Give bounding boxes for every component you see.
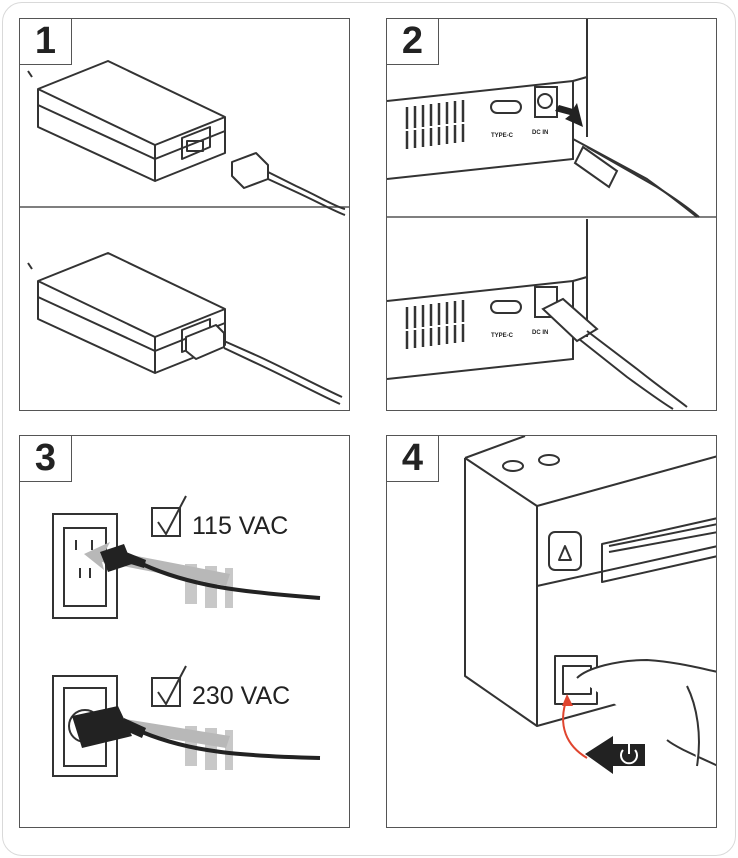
rotation-arrow bbox=[562, 697, 588, 759]
plug-us bbox=[100, 544, 146, 572]
step-1-illustration bbox=[20, 60, 349, 405]
step-4-panel: 4 bbox=[386, 435, 717, 828]
voltage-label-115: 115 VAC bbox=[192, 512, 288, 540]
checkbox-115 bbox=[151, 495, 187, 537]
step-2-panel: 2 TYPE-C DC IN bbox=[386, 18, 717, 411]
step-4-number: 4 bbox=[387, 436, 439, 482]
power-adapter-plugged bbox=[27, 252, 343, 405]
step-2-number: 2 bbox=[387, 19, 439, 65]
step-3-illustration: 115 VAC 230 VAC bbox=[52, 495, 321, 777]
push-arrow-230 bbox=[84, 708, 230, 748]
printer-back-ports-lower bbox=[387, 219, 688, 410]
insert-arrow bbox=[555, 103, 583, 127]
finger-hand bbox=[576, 658, 716, 767]
type-c-port-label-upper: TYPE-C bbox=[491, 133, 514, 139]
power-icon bbox=[620, 744, 638, 765]
checkbox-230 bbox=[151, 665, 187, 707]
step-1-number: 1 bbox=[20, 19, 72, 65]
cord-230 bbox=[141, 730, 321, 760]
dc-port-label-upper: DC IN bbox=[532, 130, 548, 136]
cord-115 bbox=[141, 562, 321, 600]
type-c-port-label-lower: TYPE-C bbox=[491, 333, 514, 339]
step-4-illustration bbox=[464, 436, 716, 774]
plug-eu bbox=[72, 706, 146, 748]
step-3-panel: 3 115 VAC bbox=[19, 435, 350, 828]
dc-port-label-lower: DC IN bbox=[532, 330, 548, 336]
printer-back-ports-upper bbox=[387, 19, 700, 218]
step-3-number: 3 bbox=[20, 436, 72, 482]
power-adapter-unplugged bbox=[27, 60, 346, 216]
step-1-panel: 1 bbox=[19, 18, 350, 411]
voltage-label-230: 230 VAC bbox=[192, 682, 290, 710]
step-2-illustration: TYPE-C DC IN TYPE-C DC IN bbox=[387, 19, 716, 410]
